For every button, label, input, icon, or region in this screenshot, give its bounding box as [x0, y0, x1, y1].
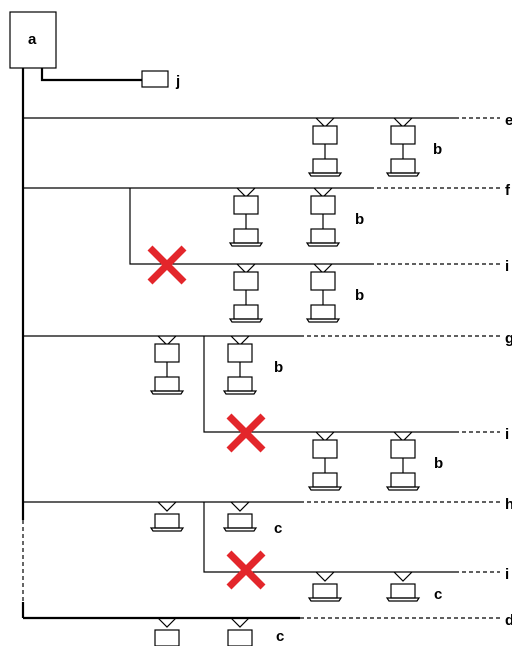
- branch-i-invalid-3: c i: [203, 502, 509, 603]
- branch-h-label: h: [505, 496, 512, 513]
- not-allowed-cross: [147, 245, 187, 285]
- branch-i-invalid-2: b i: [203, 336, 509, 491]
- branch-g-label: g: [505, 330, 512, 347]
- outdoor-unit-box: [9, 11, 57, 69]
- branch-e-label: e: [505, 112, 512, 129]
- branch-d: c d: [23, 612, 512, 646]
- unit-c-label: c: [276, 628, 284, 645]
- branch-f-label: f: [505, 182, 511, 199]
- not-allowed-cross: [226, 413, 266, 453]
- branch-i-label: i: [505, 566, 509, 583]
- remote-controller-wire: [40, 68, 142, 82]
- unit-c-label: c: [274, 520, 282, 537]
- unit-c-label: c: [434, 586, 442, 603]
- branch-g: b g: [23, 330, 512, 395]
- branch-h: c h: [23, 496, 512, 537]
- unit-b-label: b: [355, 211, 364, 228]
- outdoor-unit-label: a: [28, 31, 37, 48]
- unit-b-label: b: [355, 287, 364, 304]
- not-allowed-cross: [226, 550, 266, 590]
- branch-f: b f: [23, 182, 511, 247]
- remote-controller-box: [141, 70, 169, 88]
- unit-b-label: b: [274, 359, 283, 376]
- branch-i-label: i: [505, 426, 509, 443]
- branch-i-label: i: [505, 258, 509, 275]
- unit-b-label: b: [433, 141, 442, 158]
- branch-d-label: d: [505, 612, 512, 629]
- unit-b-label: b: [434, 455, 443, 472]
- branch-e: b e: [23, 112, 512, 177]
- branch-i-invalid-1: b i: [129, 188, 509, 323]
- remote-controller-label: j: [175, 73, 180, 90]
